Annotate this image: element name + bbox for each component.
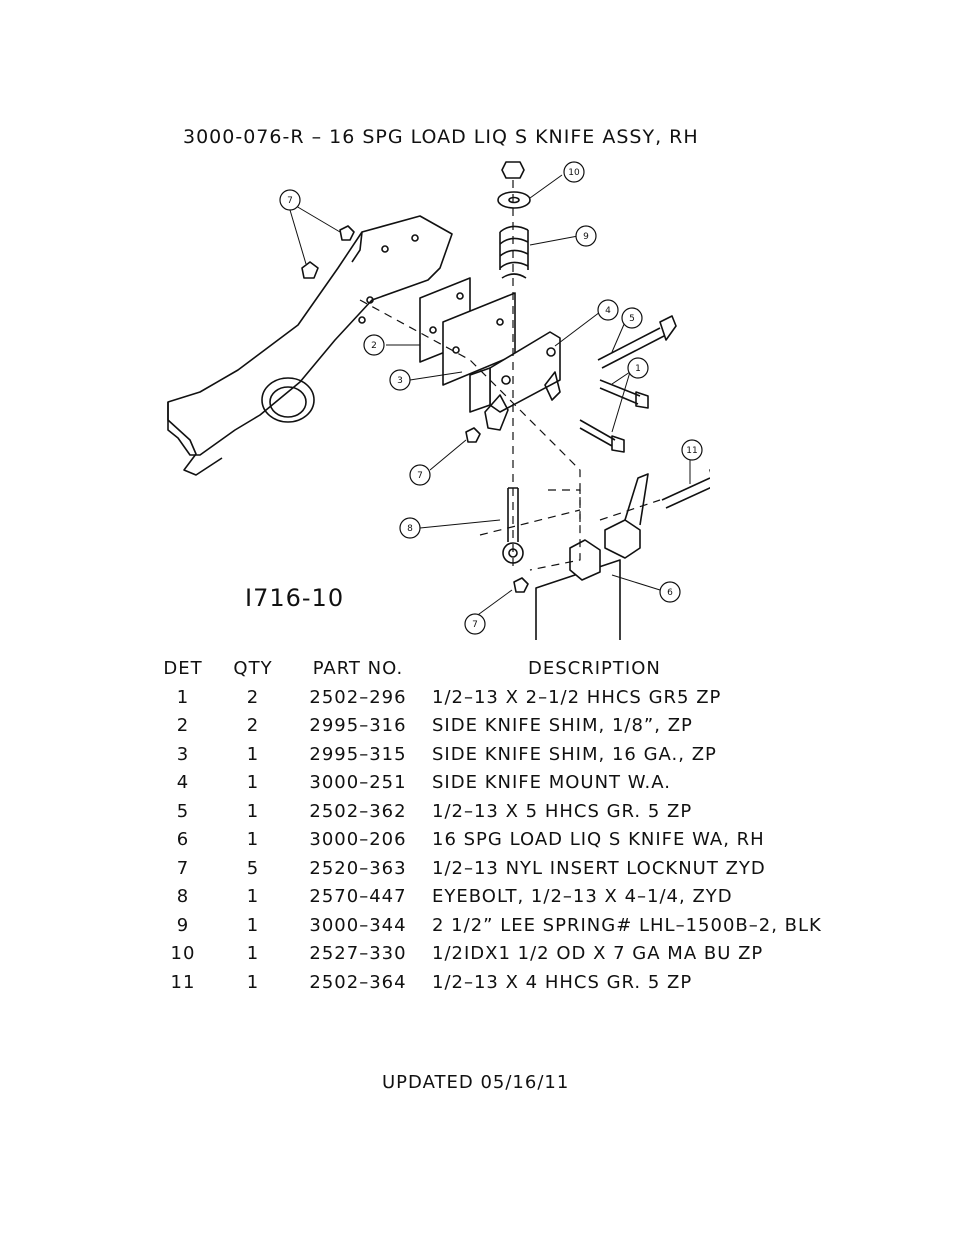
cell-desc: 1/2–13 X 5 HHCS GR. 5 ZP: [432, 800, 693, 822]
cell-desc: SIDE KNIFE MOUNT W.A.: [432, 772, 671, 793]
cell-det: 11: [170, 971, 196, 993]
cell-qty: 2: [246, 715, 260, 736]
cell-part: 2502–362: [309, 800, 407, 822]
cell-part: 3000–344: [309, 914, 407, 936]
cell-desc: 2 1/2” LEE SPRING# LHL–1500B–2, BLK: [432, 914, 822, 936]
header-part: PART NO.: [312, 658, 404, 679]
cell-desc: EYEBOLT, 1/2–13 X 4–1/4, ZYD: [432, 886, 733, 907]
drawing-number: I716-10: [245, 584, 345, 612]
cell-det: 4: [176, 772, 190, 793]
exploded-assembly-drawing: 7 10 9 4 5 2 1 3 11 7 8 6 7: [167, 161, 710, 640]
cell-det: 9: [176, 914, 190, 936]
callout-7: 7: [417, 471, 423, 481]
cell-desc: 1/2–13 X 2–1/2 HHCS GR5 ZP: [432, 686, 722, 708]
callout-4: 4: [605, 306, 611, 316]
washer: [497, 191, 531, 209]
updated-date: UPDATED 05/16/11: [382, 1072, 570, 1093]
cell-qty: 1: [246, 914, 260, 936]
cell-qty: 1: [246, 829, 260, 850]
cell-desc: 1/2–13 X 4 HHCS GR. 5 ZP: [432, 971, 693, 993]
cell-desc: 1/2IDX1 1/2 OD X 7 GA MA BU ZP: [432, 943, 764, 964]
nut-7c: [465, 427, 481, 443]
cell-part: 2995–315: [309, 743, 407, 765]
cell-part: 3000–206: [309, 829, 407, 850]
cell-det: 1: [176, 686, 190, 708]
callout-7: 7: [287, 196, 293, 206]
frame-arm: [167, 215, 453, 456]
cell-det: 10: [170, 943, 196, 964]
header-qty: QTY: [233, 658, 273, 679]
callout-11: 11: [686, 446, 697, 456]
cell-det: 6: [176, 829, 190, 850]
bolt-1b: [579, 419, 625, 453]
cell-qty: 2: [246, 686, 260, 708]
cell-det: 5: [176, 800, 190, 822]
cell-det: 2: [176, 715, 190, 736]
bolt-1a: [599, 379, 649, 409]
cell-det: 7: [176, 857, 190, 879]
callout-2: 2: [371, 341, 377, 351]
callout-3: 3: [397, 376, 403, 386]
cell-qty: 1: [246, 886, 260, 907]
cell-qty: 1: [246, 743, 260, 765]
callout-6: 6: [667, 588, 673, 598]
callout-8: 8: [407, 524, 413, 534]
cell-part: 2502–296: [309, 686, 407, 708]
cell-part: 2995–316: [309, 715, 407, 736]
callout-5: 5: [629, 314, 635, 324]
cell-part: 2527–330: [309, 943, 407, 964]
cell-part: 2570–447: [309, 886, 407, 907]
arm-bearing-hole: [261, 377, 315, 423]
callout-10: 10: [568, 168, 580, 178]
header-det: DET: [163, 658, 203, 679]
cell-desc: SIDE KNIFE SHIM, 16 GA., ZP: [432, 743, 717, 765]
cell-qty: 1: [246, 943, 260, 964]
cell-det: 8: [176, 886, 190, 907]
cell-qty: 1: [246, 800, 260, 822]
nut-7a: [339, 225, 355, 241]
cell-part: 2520–363: [309, 857, 407, 879]
cell-qty: 1: [246, 971, 260, 993]
cell-desc: 16 SPG LOAD LIQ S KNIFE WA, RH: [432, 829, 765, 850]
cell-qty: 5: [246, 857, 260, 879]
callout-7: 7: [472, 620, 478, 630]
bolt-11: [661, 469, 710, 509]
header-desc: DESCRIPTION: [528, 658, 661, 679]
callout-1: 1: [635, 364, 641, 374]
cell-det: 3: [176, 743, 190, 765]
cell-desc: 1/2–13 NYL INSERT LOCKNUT ZYD: [432, 857, 766, 879]
spring: [499, 225, 529, 279]
cell-qty: 1: [246, 772, 260, 793]
top-nut: [501, 161, 525, 179]
callout-9: 9: [583, 232, 589, 242]
page-title: 3000-076-R – 16 SPG LOAD LIQ S KNIFE ASS…: [183, 126, 699, 148]
nut-7d: [513, 577, 529, 593]
cell-part: 2502–364: [309, 971, 407, 993]
cell-part: 3000–251: [309, 772, 407, 793]
cell-desc: SIDE KNIFE SHIM, 1/8”, ZP: [432, 715, 693, 736]
nut-7b: [301, 261, 319, 279]
bolt-5: [597, 315, 677, 369]
